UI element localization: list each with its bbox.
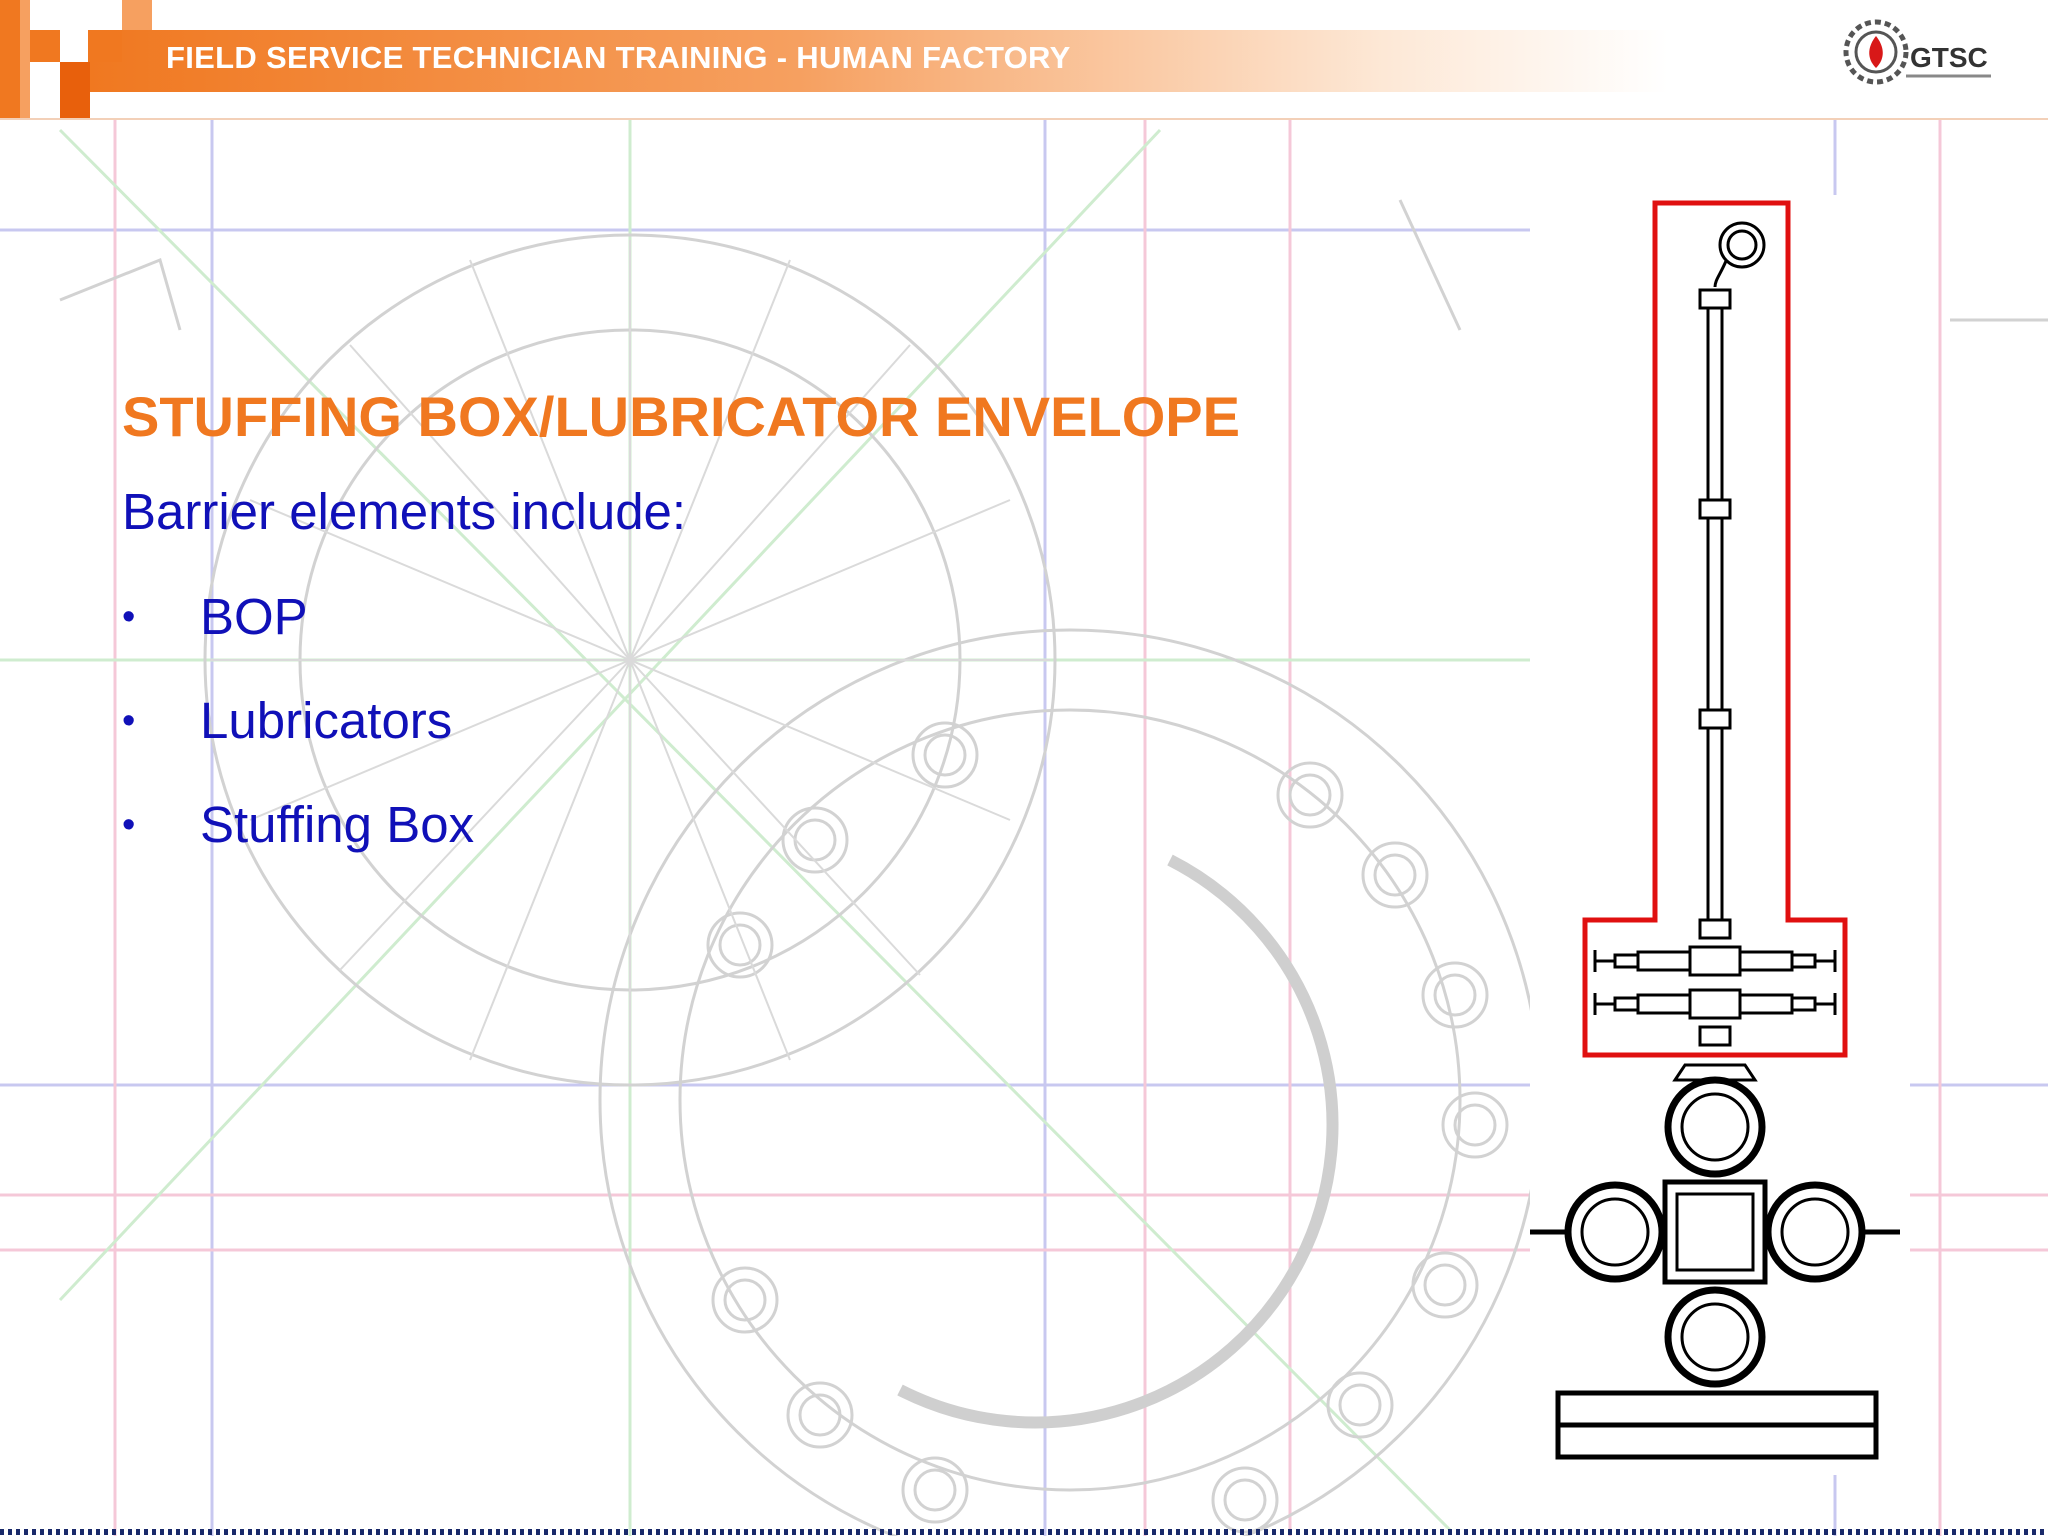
header-title: FIELD SERVICE TECHNICIAN TRAINING - HUMA… (166, 40, 1071, 75)
wellhead-base (1555, 1390, 1879, 1460)
logo-text: GTSC (1910, 42, 1988, 73)
hook-icon (1713, 221, 1766, 288)
list-item-label: Stuffing Box (200, 796, 475, 853)
gtsc-logo-icon (1843, 19, 1991, 85)
header-band (0, 0, 2048, 120)
list-item-label: BOP (200, 588, 308, 645)
envelope-outline (1582, 200, 1848, 1058)
bullet-icon: • (122, 700, 136, 742)
lubricator-envelope-diagram (1530, 195, 1910, 1475)
valve-assembly (1593, 945, 1837, 1082)
bullet-icon: • (122, 804, 136, 846)
bullet-icon: • (122, 596, 136, 638)
slide-title: STUFFING BOX/LUBRICATOR ENVELOPE (122, 385, 1240, 448)
list-item-label: Lubricators (200, 692, 453, 749)
intro-text: Barrier elements include: (122, 483, 687, 540)
lubricator-tube (1698, 288, 1732, 940)
bottom-border (0, 1529, 2048, 1535)
bop-icon (1530, 1076, 1900, 1388)
